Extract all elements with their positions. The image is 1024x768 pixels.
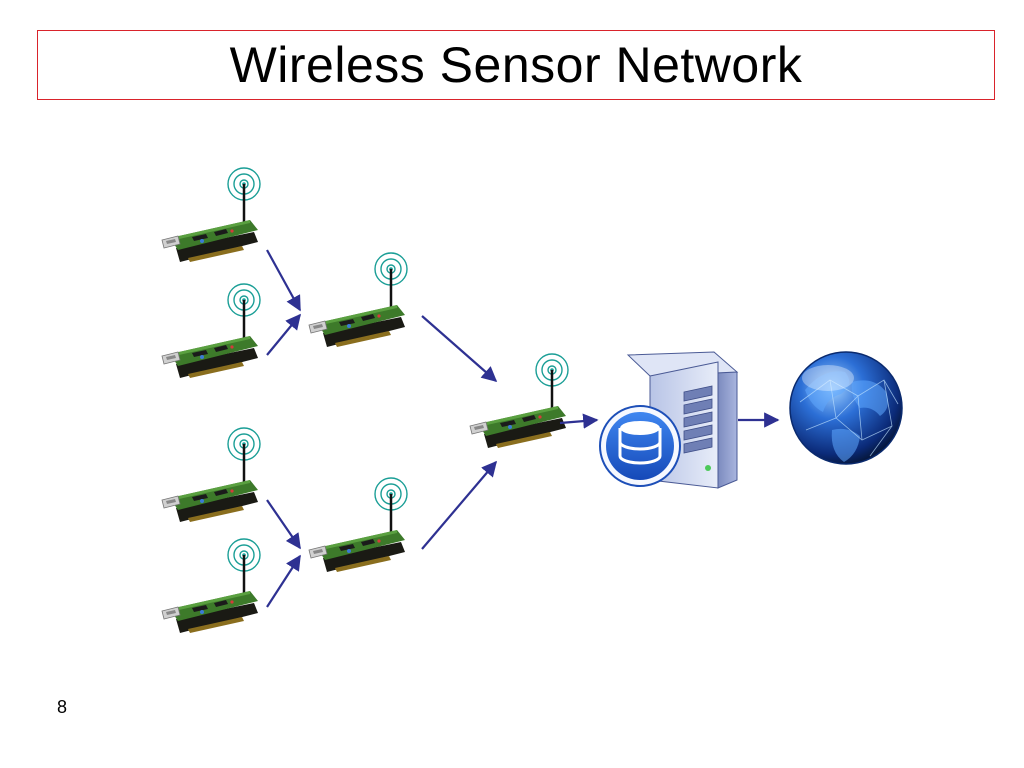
sensor-node-leaf-1 [160, 166, 262, 264]
arrow-leaf1-to-relay-top [266, 249, 301, 312]
arrow-relay-top-to-sink [421, 315, 498, 383]
arrow-relay-bottom-to-sink [421, 460, 497, 550]
arrow-sink-to-server [559, 413, 599, 429]
title-box: Wireless Sensor Network [37, 30, 995, 100]
arrow-leaf3-to-relay-bottom [266, 499, 301, 550]
sensor-node-sink [468, 352, 570, 450]
sensor-node-leaf-3 [160, 426, 262, 524]
sensor-node-relay-top [307, 251, 409, 349]
page-number: 8 [57, 697, 68, 717]
arrow-leaf2-to-relay-top [266, 313, 301, 356]
sensor-node-leaf-2 [160, 282, 262, 380]
sensor-node-leaf-4 [160, 537, 262, 635]
slide-title: Wireless Sensor Network [229, 37, 803, 93]
sensor-node-relay-bottom [307, 476, 409, 574]
arrow-leaf4-to-relay-bottom [266, 554, 301, 608]
globe-icon [789, 351, 903, 465]
database-server-icon [599, 351, 739, 489]
